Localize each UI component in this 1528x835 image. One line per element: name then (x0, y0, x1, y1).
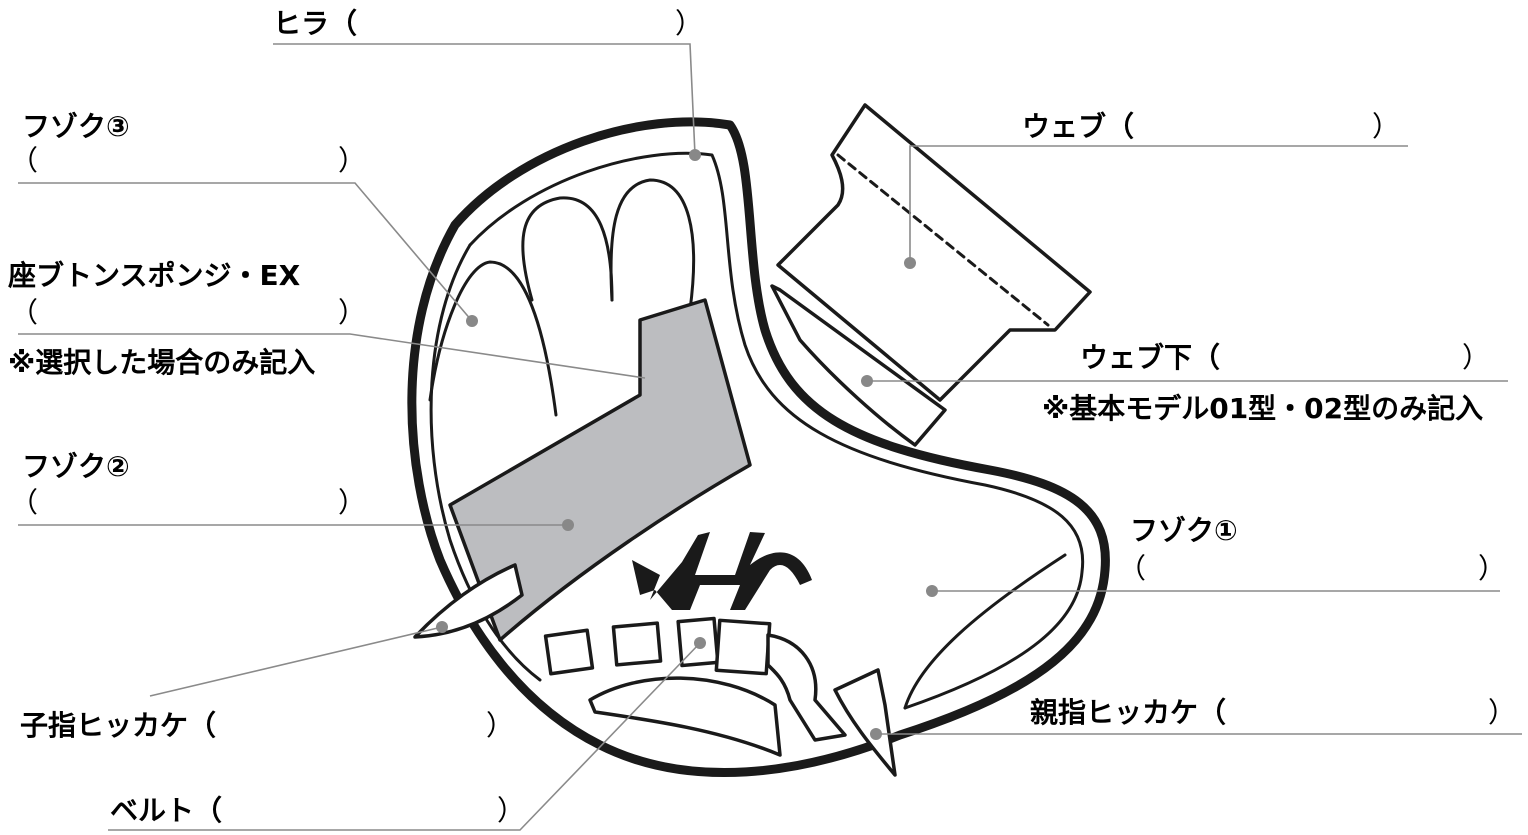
paren-close-web: ） (1372, 110, 1400, 143)
paren-close-koyubi: ） (486, 709, 514, 742)
paren-open-zabuton: （ (10, 296, 38, 329)
label-oyayubi: 親指ヒッカケ（ (1030, 696, 1226, 729)
labels: ヒラ（ ） フゾク③ （ ） 座ブトンスポンジ・EX （ ） ※選択した場合のみ… (8, 7, 1516, 827)
zabuton-pad (448, 298, 752, 642)
finger-3 (609, 178, 696, 332)
belt-loop (588, 676, 782, 757)
label-fuzoku3: フゾク③ (22, 110, 130, 143)
dot-belt (694, 637, 706, 649)
label-koyubi: 子指ヒッカケ（ (20, 709, 216, 742)
dot-web-shita (861, 375, 873, 387)
label-zabuton: 座ブトンスポンジ・EX (8, 259, 301, 292)
pinky-hook (413, 563, 524, 639)
note-web-shita: ※基本モデル01型・02型のみ記入 (1042, 392, 1483, 425)
dot-fuzoku1 (926, 585, 938, 597)
brand-logo (632, 532, 812, 610)
paren-close-fuzoku2: ） (338, 486, 366, 519)
paren-open-fuzoku2: （ (10, 486, 38, 519)
dot-fuzoku2 (562, 519, 574, 531)
glove-illustration (407, 103, 1110, 778)
label-fuzoku2: フゾク② (22, 450, 130, 483)
belt-buckle (714, 618, 772, 676)
leader-koyubi (149, 626, 443, 697)
leader-zabuton (18, 333, 646, 379)
label-web-shita: ウェブ下（ (1080, 341, 1220, 374)
finger-1 (428, 260, 558, 417)
dot-web (904, 257, 916, 269)
leader-hira (273, 43, 696, 156)
dot-oyayubi (870, 728, 882, 740)
web-piece (776, 103, 1092, 402)
paren-close-oyayubi: ） (1488, 696, 1516, 729)
label-fuzoku1: フゾク① (1130, 514, 1238, 547)
web-bottom (770, 284, 947, 447)
paren-close-fuzoku1: ） (1478, 552, 1506, 585)
dot-koyubi (436, 621, 448, 633)
belt-hole-2 (611, 621, 663, 667)
web-lace-line (836, 153, 1050, 327)
leader-lines (18, 43, 1522, 831)
label-belt: ベルト（ (110, 794, 222, 827)
paren-close-web-shita: ） (1462, 341, 1490, 374)
label-hira: ヒラ（ (273, 7, 357, 40)
finger-2 (521, 196, 614, 302)
paren-close-zabuton: ） (338, 296, 366, 329)
dot-fuzoku3 (466, 315, 478, 327)
paren-close-fuzoku3: ） (338, 144, 366, 177)
label-web: ウェブ（ (1022, 110, 1134, 143)
belt-hole-1 (543, 628, 595, 676)
paren-open-fuzoku3: （ (10, 144, 38, 177)
thumb-hook (833, 668, 897, 777)
leader-fuzoku3 (18, 182, 473, 322)
leader-web (909, 145, 1408, 263)
leader-belt (108, 642, 701, 831)
belt-strap (766, 633, 847, 742)
glove-thumb-inner (903, 553, 1067, 710)
paren-close-hira: ） (675, 7, 703, 40)
paren-open-fuzoku1: （ (1118, 552, 1146, 585)
paren-close-belt: ） (497, 794, 525, 827)
dot-hira (689, 149, 701, 161)
note-zabuton: ※選択した場合のみ記入 (8, 346, 315, 379)
